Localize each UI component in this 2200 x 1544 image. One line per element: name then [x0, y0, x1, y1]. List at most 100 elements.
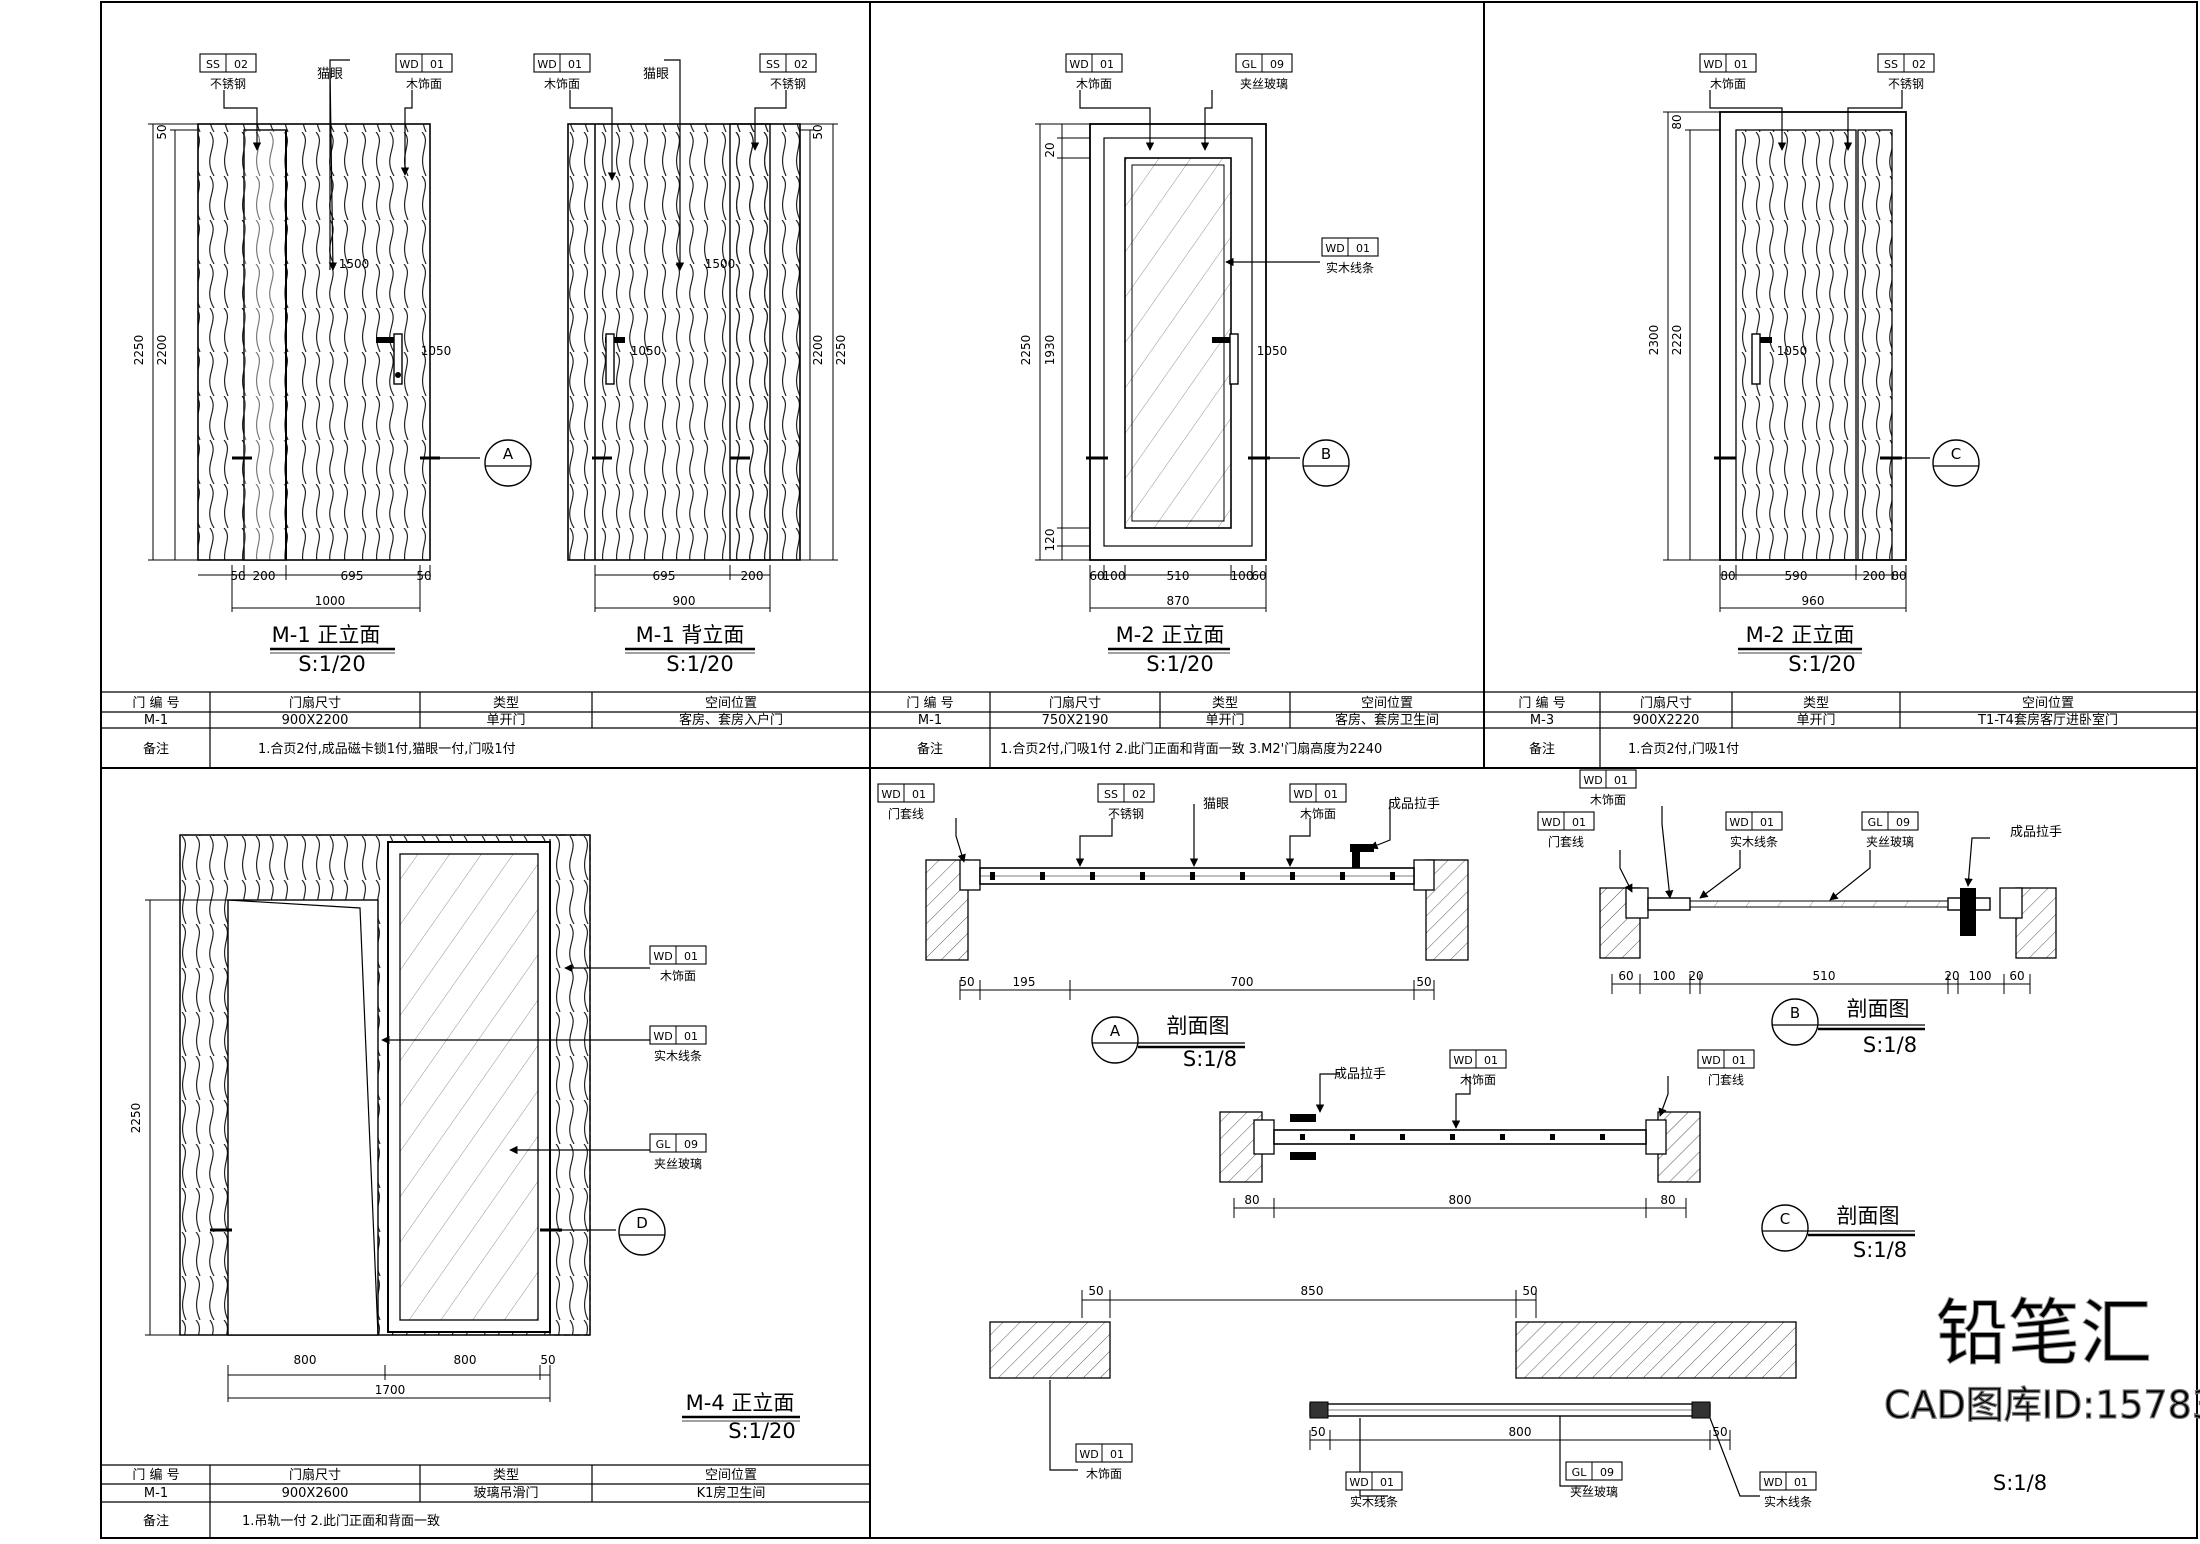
- m2-w-total: 870: [1167, 594, 1190, 608]
- m4-w-part-0: 800: [294, 1353, 317, 1367]
- material-tag-code: WD: [1701, 1054, 1720, 1067]
- material-tag-code: WD: [399, 58, 418, 71]
- m3-front-title: M-2 正立面: [1746, 623, 1855, 647]
- m3-front-scale: S:1/20: [1788, 652, 1856, 676]
- material-tag-label: 木饰面: [1086, 1467, 1122, 1481]
- material-tag-label: 木饰面: [544, 77, 580, 91]
- material-tag-code: WD: [881, 788, 900, 801]
- sec-a-dim-0: 50: [959, 975, 974, 989]
- sec-c-title: 剖面图: [1837, 1204, 1900, 1228]
- sec-b-mark: B: [1790, 1004, 1800, 1022]
- handle-back-icon: [605, 337, 625, 343]
- m2-h-total: 2250: [1019, 335, 1033, 366]
- material-tag-num: 01: [912, 788, 926, 801]
- note-handle-1: 成品拉手: [1388, 797, 1440, 812]
- material-tag-code: WD: [1763, 1476, 1782, 1489]
- m1-h-total: 2250: [132, 335, 146, 366]
- m3-w-part-1: 590: [1785, 569, 1808, 583]
- th-size: 门扇尺寸: [289, 695, 341, 711]
- material-tag-label: 木饰面: [406, 77, 442, 91]
- m1-front-title: M-1 正立面: [272, 623, 381, 647]
- material-tag-label: 木饰面: [1460, 1073, 1496, 1087]
- material-tag-num: 02: [1132, 788, 1146, 801]
- sec-a-scale: S:1/8: [1183, 1047, 1237, 1071]
- m1-handle-h: 1050: [421, 344, 452, 358]
- sec-a-title: 剖面图: [1167, 1014, 1230, 1038]
- m1-h-door: 2200: [155, 335, 169, 366]
- th-location: 空间位置: [705, 696, 757, 711]
- th4-location: 空间位置: [705, 1468, 757, 1483]
- sec-c-dim-1: 800: [1449, 1193, 1472, 1207]
- t2-type: 单开门: [1205, 713, 1244, 728]
- t3-remark-label: 备注: [1529, 741, 1555, 757]
- t4-size: 900X2600: [282, 1486, 349, 1501]
- t4-type: 玻璃吊滑门: [473, 1486, 538, 1501]
- m2-handle-icon: [1212, 337, 1232, 343]
- sec-a-mark: A: [1110, 1022, 1121, 1040]
- t2-remark: 1.合页2付,门吸1付 2.此门正面和背面一致 3.M2'门扇高度为2240: [1000, 741, 1382, 757]
- m3-h-top: 80: [1670, 114, 1684, 129]
- material-tag-num: 01: [1380, 1476, 1394, 1489]
- material-tag-code: WD: [1583, 774, 1602, 787]
- th3-location: 空间位置: [2022, 696, 2074, 711]
- m3-w-total: 960: [1802, 594, 1825, 608]
- m3-w-part-3: 200: [1863, 569, 1886, 583]
- material-tag-label: 门套线: [1548, 834, 1584, 849]
- m1b-h-total: 2250: [834, 335, 848, 366]
- material-tag-code: WD: [1349, 1476, 1368, 1489]
- material-tag-num: 02: [794, 58, 808, 71]
- material-tag-num: 09: [1896, 816, 1910, 829]
- material-tag-num: 01: [1614, 774, 1628, 787]
- sec-b-dim-4: 20: [1944, 969, 1959, 983]
- material-tag-code: WD: [1729, 816, 1748, 829]
- material-tag-num: 01: [1110, 1448, 1124, 1461]
- material-tag-label: 实木线条: [1764, 1494, 1812, 1509]
- m1b-h-top: 50: [811, 124, 825, 139]
- material-tag-label: 不锈钢: [1888, 77, 1924, 91]
- sec-b-handle-icon: [1960, 888, 1976, 936]
- m1-front-elevation: A 2250 2200 50 50 200 695 50 1000 1500 1…: [132, 59, 532, 676]
- material-tag-code: WD: [1453, 1054, 1472, 1067]
- sec-d-bot-0: 50: [1310, 1425, 1325, 1439]
- m1-back-elevation: 2200 2250 50 695 200 900 1500 1050 M-1 背…: [567, 59, 848, 676]
- handle-icon: [376, 337, 396, 343]
- th2-location: 空间位置: [1361, 696, 1413, 711]
- sec-d-top-0: 50: [1088, 1284, 1103, 1298]
- t2-code: M-1: [918, 713, 942, 728]
- material-tag-label: 实木线条: [654, 1048, 702, 1063]
- t1-remark-label: 备注: [143, 741, 169, 757]
- t1-code: M-1: [144, 713, 168, 728]
- material-tag-label: 夹丝玻璃: [1240, 77, 1288, 91]
- t1-size: 900X2200: [282, 713, 349, 728]
- th4-size: 门扇尺寸: [289, 1467, 341, 1483]
- section-d: 50 850 50 50 800 50 S:1/8: [989, 1284, 2047, 1497]
- sec-c-handle-icon: [1290, 1114, 1316, 1122]
- t1-remark: 1.合页2付,成品磁卡锁1付,猫眼一付,门吸1付: [258, 741, 516, 757]
- sec-d-bot-1: 800: [1509, 1425, 1532, 1439]
- m4-w-part-1: 800: [454, 1353, 477, 1367]
- m2-w-part-6: 60: [1251, 569, 1266, 583]
- material-tag-label: 不锈钢: [1108, 807, 1144, 821]
- m1-w-part-3: 50: [416, 569, 431, 583]
- material-tag-code: GL: [656, 1138, 672, 1151]
- schedule-table-2: [870, 691, 1484, 768]
- m1b-w-total: 900: [673, 594, 696, 608]
- th-code: 门 编 号: [132, 696, 179, 711]
- material-tag-num: 01: [1732, 1054, 1746, 1067]
- t4-location: K1房卫生间: [697, 1485, 766, 1501]
- material-tag-num: 01: [1734, 58, 1748, 71]
- sec-b-dim-5: 100: [1969, 969, 1992, 983]
- material-tag-label: 实木线条: [1730, 834, 1778, 849]
- material-tag-label: 实木线条: [1326, 260, 1374, 275]
- th3-size: 门扇尺寸: [1640, 695, 1692, 711]
- m4-section-mark: D: [636, 1214, 648, 1232]
